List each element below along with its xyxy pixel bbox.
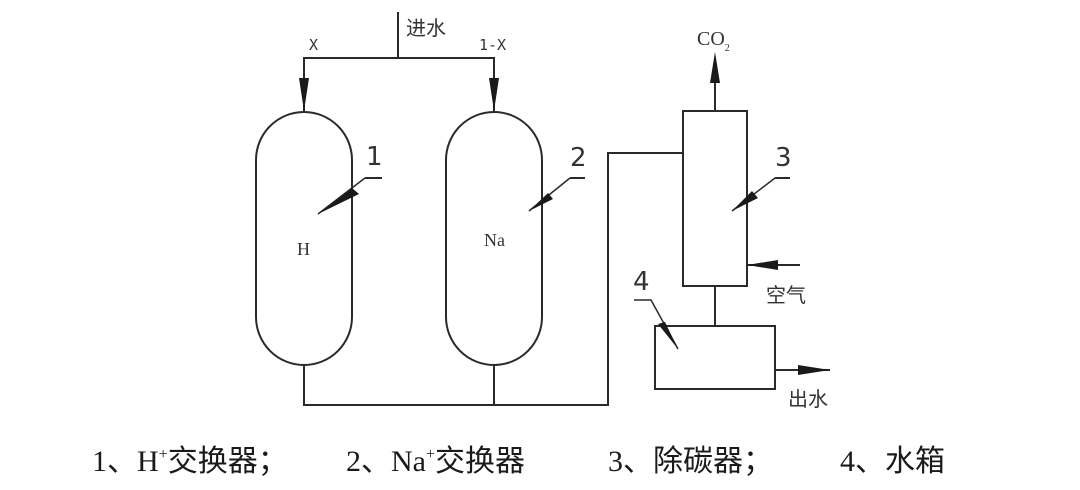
callout-3-number: 3 (775, 143, 792, 173)
callout-1-line (317, 177, 366, 215)
figure-caption: 1、H+交换器； 2、Na+交换器 3、除碳器； 4、水箱 (0, 436, 1080, 480)
vent-arrow-icon (710, 52, 720, 83)
air-label: 空气 (766, 283, 806, 307)
caption-item-1: 1、H+交换器； (92, 436, 288, 480)
callout-arrow-icon (658, 322, 678, 349)
callout-1-number: 1 (366, 142, 383, 172)
decarbonator-vessel (682, 110, 748, 287)
split-ratio-left-label: X (309, 36, 318, 54)
h-exchanger-label: H (297, 239, 310, 259)
caption-item-2: 2、Na+交换器 (346, 436, 525, 480)
callout-arrow-icon (529, 193, 553, 211)
callout-arrow-icon (318, 188, 359, 214)
h-exchanger-vessel (255, 111, 353, 366)
flow-arrow-icon (489, 78, 499, 111)
split-ratio-right-label: 1-X (479, 36, 506, 54)
caption-item-2-suffix: 交换器 (435, 445, 526, 478)
caption-item-1-suffix: 交换器； (167, 445, 288, 478)
feed-header-pipe (303, 57, 495, 111)
callout-arrow-icon (732, 191, 758, 211)
air-arrow-icon (747, 260, 778, 270)
callout-4-number: 4 (633, 267, 650, 297)
callout-2-number: 2 (570, 143, 587, 173)
caption-item-2-prefix: 2、Na (346, 445, 426, 478)
outlet-label: 出水 (788, 387, 828, 411)
flow-arrow-icon (299, 78, 309, 111)
caption-item-3: 3、除碳器； (608, 445, 773, 478)
outlet-arrow-icon (798, 365, 830, 375)
na-exchanger-vessel (445, 111, 543, 366)
co2-label: CO2 (697, 28, 730, 54)
caption-item-4: 4、水箱 (840, 445, 945, 478)
inlet-label: 进水 (406, 16, 446, 40)
water-tank (654, 325, 776, 390)
na-exchanger-label: Na (484, 230, 505, 250)
caption-item-1-prefix: 1、H (92, 445, 159, 478)
caption-item-1-sup: + (158, 446, 168, 463)
caption-item-2-sup: + (425, 446, 436, 463)
outlet-header-pipe (303, 152, 683, 406)
